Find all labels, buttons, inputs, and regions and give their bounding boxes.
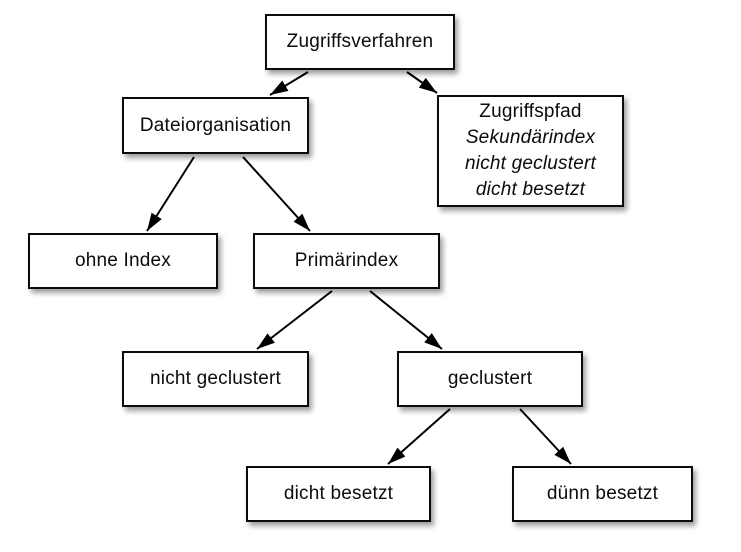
node-label-line4: dicht besetzt [475,179,586,200]
edge-zugriffsverfahren-dateiorganisation [269,71,309,96]
node-label: geclustert [447,368,533,389]
edge-geclustert-duenn-besetzt [519,408,572,465]
edge-primaerindex-geclustert [369,290,443,350]
node-label: dünn besetzt [546,483,659,504]
node-zugriffspfad: Zugriffspfad Sekundärindex nicht geclust… [437,95,624,207]
node-label: Primärindex [294,250,399,271]
node-label-line2: Sekundärindex [465,127,596,148]
node-dicht-besetzt: dicht besetzt [246,466,431,522]
edge-primaerindex-nicht-geclustert [256,290,333,350]
edge-dateiorganisation-ohne-index [146,156,195,232]
node-label: ohne Index [74,250,172,271]
node-zugriffsverfahren: Zugriffsverfahren [265,14,455,70]
edge-geclustert-dicht-besetzt [387,408,451,465]
node-label: Dateiorganisation [139,114,292,136]
node-label: dicht besetzt [283,483,394,504]
edge-zugriffsverfahren-zugriffspfad [406,71,438,94]
node-ohne-index: ohne Index [28,233,218,289]
node-geclustert: geclustert [397,351,583,407]
edge-dateiorganisation-primaerindex [242,156,311,232]
node-primaerindex: Primärindex [253,233,440,289]
node-nicht-geclustert: nicht geclustert [122,351,309,407]
node-label: nicht geclustert [150,368,281,389]
node-label: Zugriffsverfahren [286,31,434,52]
node-label-line3: nicht geclustert [465,153,596,174]
node-duenn-besetzt: dünn besetzt [512,466,693,522]
node-dateiorganisation: Dateiorganisation [122,97,309,154]
node-label-line1: Zugriffspfad [479,101,582,122]
